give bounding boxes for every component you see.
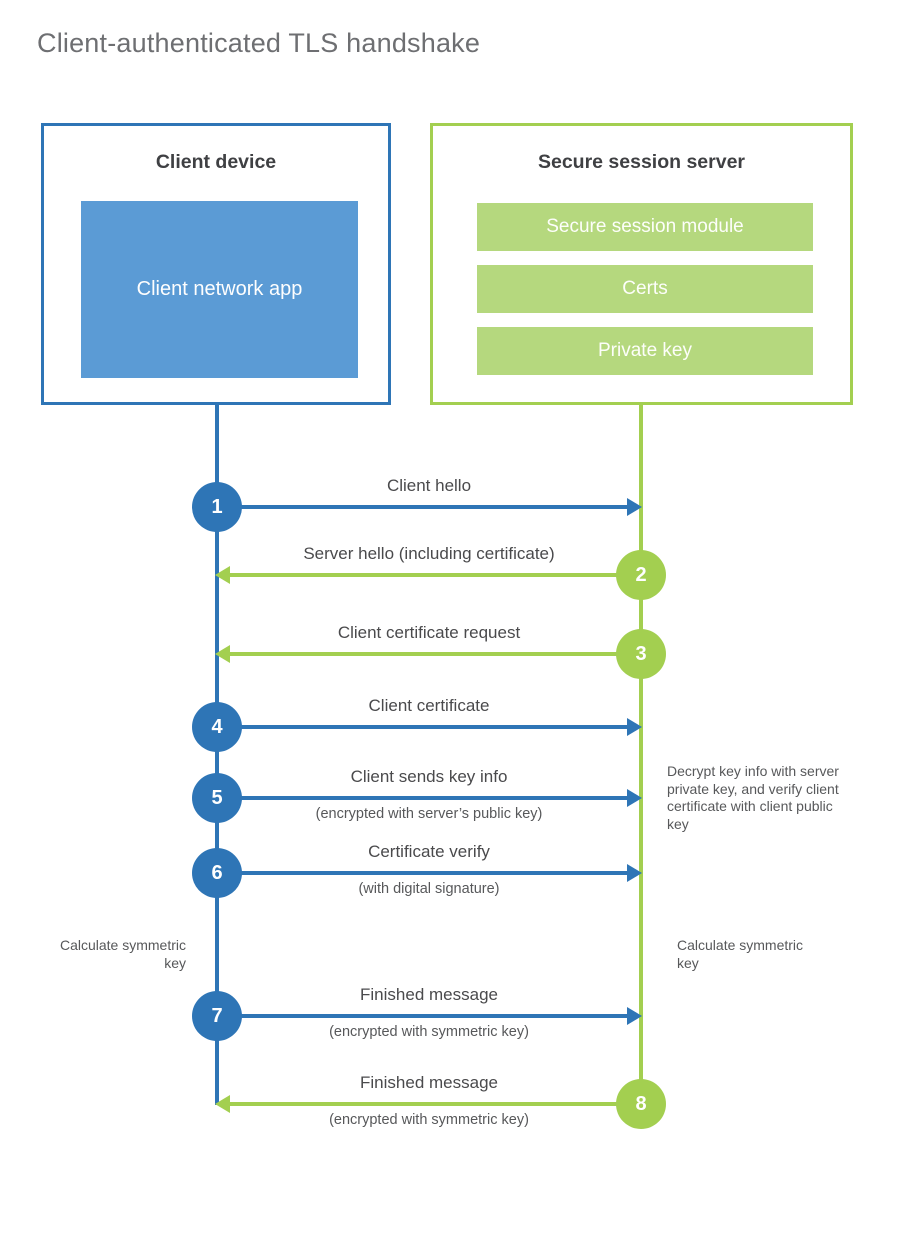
step-number-badge: 6 bbox=[192, 848, 242, 898]
server-lifeline bbox=[639, 405, 643, 1105]
arrow-head-left-icon bbox=[215, 566, 230, 584]
server-module-bar: Private key bbox=[477, 327, 813, 375]
note-calc-symmetric-key-server: Calculate symmetric key bbox=[677, 937, 804, 971]
note-decrypt-key-info: Decrypt key info with server private key… bbox=[667, 763, 839, 832]
arrow-head-right-icon bbox=[627, 718, 642, 736]
message-label: Certificate verify bbox=[368, 842, 490, 861]
server-title: Secure session server bbox=[537, 151, 746, 173]
message-label: Finished message bbox=[360, 985, 498, 1004]
message-sublabel: (encrypted with server’s public key) bbox=[315, 806, 543, 822]
message-arrow bbox=[217, 1014, 628, 1018]
server-box: Secure session server Secure session mod… bbox=[430, 123, 853, 405]
message-arrow bbox=[230, 1102, 641, 1106]
step-number-badge: 8 bbox=[616, 1079, 666, 1129]
arrow-head-right-icon bbox=[627, 864, 642, 882]
arrow-head-left-icon bbox=[215, 1095, 230, 1113]
arrow-head-right-icon bbox=[627, 498, 642, 516]
message-arrow bbox=[217, 505, 628, 509]
message-arrow bbox=[217, 871, 628, 875]
message-sublabel: (encrypted with symmetric key) bbox=[329, 1024, 529, 1040]
message-label: Client sends key info bbox=[350, 767, 508, 786]
client-lifeline bbox=[215, 405, 219, 1105]
server-module-bar: Secure session module bbox=[477, 203, 813, 251]
message-arrow bbox=[217, 796, 628, 800]
step-number-badge: 5 bbox=[192, 773, 242, 823]
step-number-badge: 2 bbox=[616, 550, 666, 600]
message-label: Client certificate request bbox=[337, 623, 521, 642]
step-number-badge: 1 bbox=[192, 482, 242, 532]
client-network-app-box: Client network app bbox=[81, 201, 358, 378]
message-sublabel: (with digital signature) bbox=[358, 881, 500, 897]
step-number-badge: 7 bbox=[192, 991, 242, 1041]
client-network-app-label: Client network app bbox=[136, 278, 303, 300]
message-arrow bbox=[217, 725, 628, 729]
message-label: Server hello (including certificate) bbox=[303, 544, 555, 563]
arrow-head-right-icon bbox=[627, 789, 642, 807]
message-label: Client hello bbox=[386, 476, 472, 495]
message-arrow bbox=[230, 573, 641, 577]
message-label: Finished message bbox=[360, 1073, 498, 1092]
client-device-title: Client device bbox=[155, 151, 277, 173]
message-arrow bbox=[230, 652, 641, 656]
step-number-badge: 4 bbox=[192, 702, 242, 752]
client-device-box: Client device Client network app bbox=[41, 123, 391, 405]
message-label: Client certificate bbox=[368, 696, 490, 715]
page-title: Client-authenticated TLS handshake bbox=[37, 28, 481, 58]
server-module-bar: Certs bbox=[477, 265, 813, 313]
note-calc-symmetric-key-client: Calculate symmetric key bbox=[59, 937, 186, 971]
arrow-head-left-icon bbox=[215, 645, 230, 663]
message-sublabel: (encrypted with symmetric key) bbox=[329, 1112, 529, 1128]
arrow-head-right-icon bbox=[627, 1007, 642, 1025]
step-number-badge: 3 bbox=[616, 629, 666, 679]
